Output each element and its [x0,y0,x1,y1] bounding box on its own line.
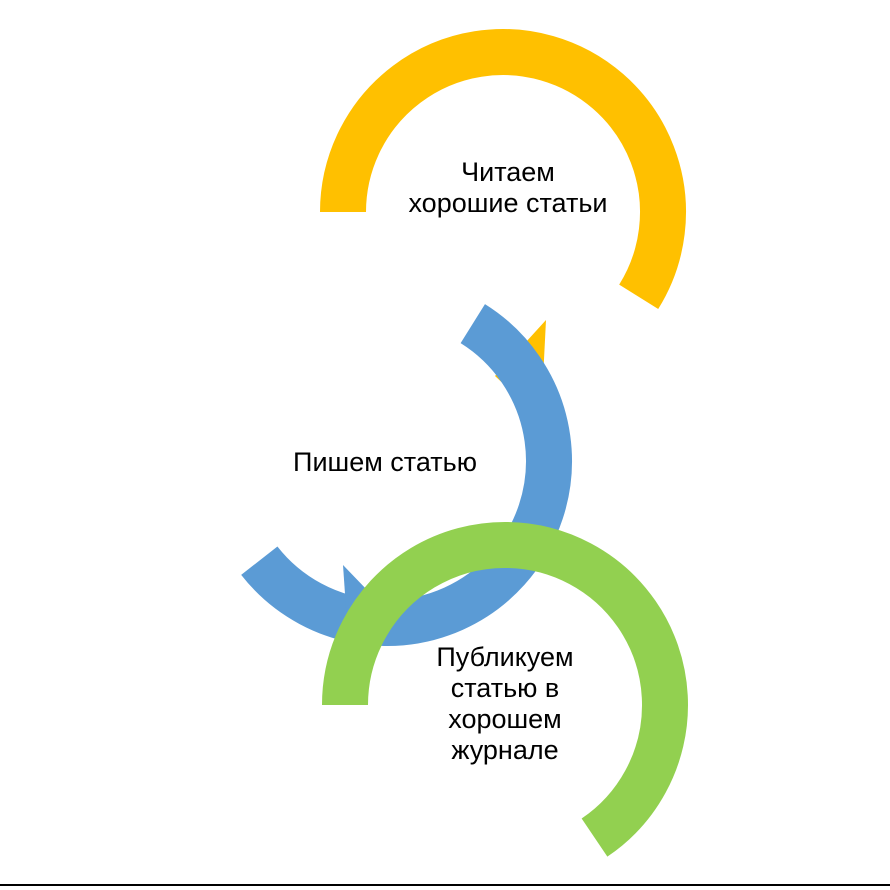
arrow-write [241,304,572,666]
step-label-line: хорошем [448,704,562,734]
step-label-line: статью в [450,673,560,703]
step-label-line: Читаем [461,157,555,187]
step-label-line: Публикуем [436,642,574,672]
step-label-line: Пишем статью [293,447,477,477]
step-label-publish: Публикуем статью в хорошем журнале [410,642,600,766]
bottom-divider [0,884,890,886]
arc-write [241,304,572,646]
arc-read [320,29,686,309]
arrow-publish [322,521,688,857]
step-label-line: хорошие статьи [408,188,608,218]
step-label-read: Читаем хорошие статьи [393,157,623,219]
step-label-write: Пишем статью [270,447,500,478]
step-label-line: журнале [451,735,559,765]
arc-publish [322,521,688,857]
